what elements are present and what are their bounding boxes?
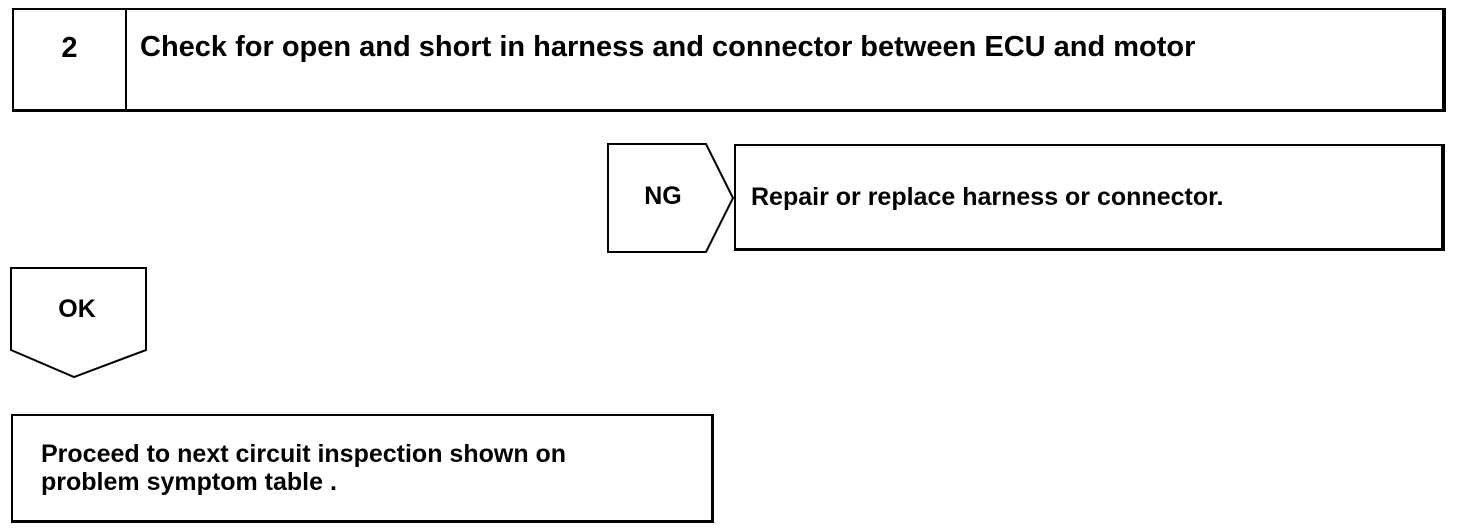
ok-label: OK <box>58 295 96 323</box>
ok-result-line-2: problem symptom table . <box>41 468 337 496</box>
ok-arrow-shape <box>10 267 147 379</box>
ok-result-box: Proceed to next circuit inspection shown… <box>11 414 714 523</box>
ng-label: NG <box>644 182 682 210</box>
step-title: Check for open and short in harness and … <box>140 31 1196 63</box>
ok-result-text: Proceed to next circuit inspection shown… <box>41 440 701 496</box>
ok-result-line-1: Proceed to next circuit inspection shown… <box>41 440 567 468</box>
step-box: 2 Check for open and short in harness an… <box>12 8 1446 112</box>
step-number: 2 <box>61 32 78 64</box>
step-divider <box>125 10 127 109</box>
ng-result-text: Repair or replace harness or connector. <box>751 183 1224 211</box>
ng-arrow-shape <box>607 143 734 253</box>
ng-result-box: Repair or replace harness or connector. <box>734 144 1445 251</box>
